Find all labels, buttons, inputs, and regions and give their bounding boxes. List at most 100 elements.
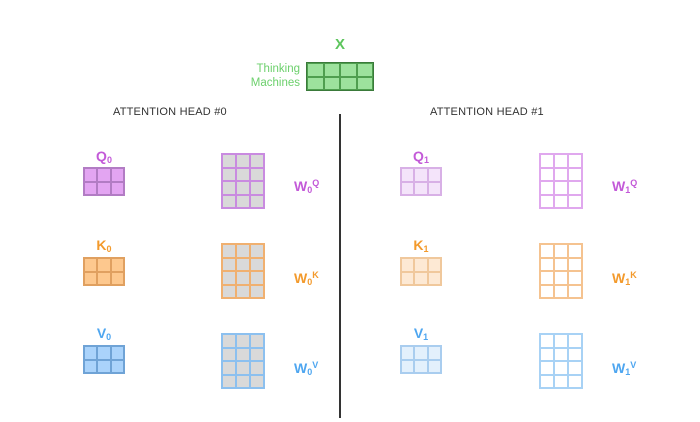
head-0-title: ATTENTION HEAD #0 (113, 106, 227, 118)
matrix-cell (540, 154, 554, 168)
matrix-cell (356, 63, 373, 77)
matrix-cell (110, 359, 124, 373)
matrix-cell (427, 181, 441, 195)
matrix-cell (110, 271, 124, 285)
matrix-cell (554, 361, 568, 375)
head-divider (339, 114, 341, 418)
matrix-cell (568, 271, 582, 285)
head-1-title: ATTENTION HEAD #1 (430, 106, 544, 118)
matrix-cell (356, 76, 373, 90)
matrix-cell (340, 76, 357, 90)
matrix-cell (97, 168, 111, 182)
matrix-cell (401, 168, 415, 182)
matrix-cell (568, 347, 582, 361)
head-1-query-weight-label: W1Q (612, 178, 638, 195)
matrix-cell (414, 258, 428, 272)
matrix-cell (222, 194, 236, 208)
matrix-cell (236, 244, 250, 258)
matrix-cell (401, 271, 415, 285)
head-1-key-matrix (400, 257, 442, 286)
matrix-cell (568, 181, 582, 195)
matrix-cell (222, 154, 236, 168)
matrix-cell (427, 258, 441, 272)
head-1-query-label: Q1 (413, 148, 429, 165)
matrix-cell (568, 361, 582, 375)
matrix-cell (250, 181, 264, 195)
matrix-cell (222, 244, 236, 258)
matrix-cell (250, 167, 264, 181)
matrix-cell (236, 181, 250, 195)
head-1-query-weight-matrix (539, 153, 583, 209)
matrix-cell (568, 284, 582, 298)
matrix-cell (97, 346, 111, 360)
matrix-cell (84, 359, 98, 373)
matrix-cell (84, 258, 98, 272)
head-1-value-weight-matrix (539, 333, 583, 389)
matrix-cell (236, 257, 250, 271)
matrix-cell (97, 359, 111, 373)
matrix-cell (97, 271, 111, 285)
matrix-cell (568, 257, 582, 271)
matrix-cell (250, 284, 264, 298)
matrix-cell (414, 346, 428, 360)
matrix-cell (110, 181, 124, 195)
matrix-cell (250, 271, 264, 285)
matrix-cell (554, 334, 568, 348)
matrix-cell (568, 244, 582, 258)
matrix-cell (540, 257, 554, 271)
matrix-cell (540, 244, 554, 258)
matrix-cell (540, 334, 554, 348)
matrix-cell (568, 154, 582, 168)
matrix-cell (568, 374, 582, 388)
head-0-query-weight-matrix (221, 153, 265, 209)
matrix-cell (401, 346, 415, 360)
matrix-cell (250, 347, 264, 361)
matrix-cell (84, 346, 98, 360)
matrix-cell (222, 347, 236, 361)
matrix-cell (97, 181, 111, 195)
matrix-cell (540, 271, 554, 285)
matrix-cell (554, 347, 568, 361)
head-1-value-label: V1 (413, 325, 429, 342)
matrix-cell (554, 181, 568, 195)
matrix-cell (84, 181, 98, 195)
matrix-cell (250, 244, 264, 258)
matrix-cell (554, 374, 568, 388)
input-title: X (334, 36, 345, 53)
matrix-cell (554, 284, 568, 298)
matrix-cell (414, 359, 428, 373)
matrix-cell (568, 334, 582, 348)
matrix-cell (222, 334, 236, 348)
matrix-cell (340, 63, 357, 77)
matrix-cell (222, 271, 236, 285)
head-1-key-label: K1 (413, 237, 429, 254)
matrix-cell (236, 194, 250, 208)
matrix-cell (97, 258, 111, 272)
head-1-key-weight-matrix (539, 243, 583, 299)
head-1-value-matrix (400, 345, 442, 374)
input-word-2: Machines (250, 77, 300, 89)
head-0-query-weight-label: W0Q (294, 178, 320, 195)
matrix-cell (427, 359, 441, 373)
head-1-value-weight-label: W1V (612, 360, 637, 377)
matrix-cell (401, 359, 415, 373)
head-0-value-weight-label: W0V (294, 360, 319, 377)
head-0-value-weight-matrix (221, 333, 265, 389)
matrix-cell (250, 374, 264, 388)
matrix-cell (427, 271, 441, 285)
matrix-cell (222, 284, 236, 298)
input-word-1: Thinking (256, 63, 300, 75)
matrix-cell (554, 257, 568, 271)
matrix-cell (307, 63, 324, 77)
matrix-cell (250, 154, 264, 168)
matrix-cell (554, 194, 568, 208)
matrix-cell (236, 284, 250, 298)
matrix-cell (307, 76, 324, 90)
matrix-cell (540, 374, 554, 388)
matrix-cell (222, 361, 236, 375)
matrix-cell (427, 346, 441, 360)
matrix-cell (222, 167, 236, 181)
input-word-labels: Thinking Machines (180, 62, 300, 92)
matrix-cell (222, 257, 236, 271)
matrix-cell (236, 361, 250, 375)
